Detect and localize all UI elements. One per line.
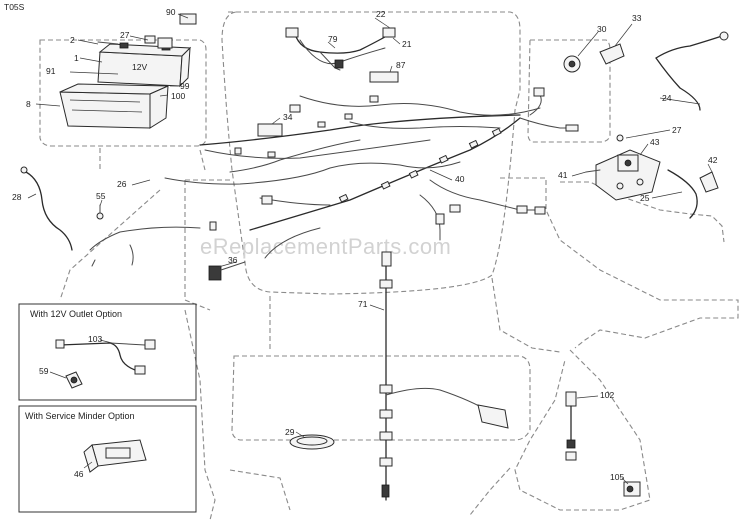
watermark: eReplacementParts.com [200,234,451,259]
callout-40: 40 [455,174,465,184]
main-wire-harness [164,87,579,259]
callout-21: 21 [402,39,412,49]
part-105 [623,481,641,497]
battery-assembly: 12V [59,13,197,129]
top-harness-cluster [257,27,399,137]
callout-28: 28 [12,192,22,202]
callout-42: 42 [708,155,718,165]
callout-26: 26 [117,179,127,189]
svg-text:12V: 12V [132,62,147,72]
part-29 [289,434,335,450]
callout-102: 102 [600,390,614,400]
option-box-service-minder-label: With Service Minder Option [25,411,135,421]
callout-8: 8 [26,99,31,109]
part-102 [565,391,577,461]
callout-27-solenoid: 27 [672,125,682,135]
minder-option-parts [83,439,147,473]
callout-43: 43 [650,137,660,147]
callout-105: 105 [610,472,624,482]
part-36 [208,261,246,281]
callout-labels: 90 2 27 1 91 99 100 8 22 79 21 87 30 33 … [12,7,718,482]
callout-24: 24 [662,93,672,103]
callout-90: 90 [166,7,176,17]
option-box-12v-outlet-label: With 12V Outlet Option [30,309,122,319]
callout-41: 41 [558,170,568,180]
callout-55: 55 [96,191,106,201]
battery-cables [20,166,201,267]
callout-59: 59 [39,366,49,376]
callout-leaders [27,13,713,485]
callout-22: 22 [376,9,386,19]
callout-91: 91 [46,66,56,76]
callout-27-battery: 27 [120,30,130,40]
callout-99: 99 [180,81,190,91]
outlet-option-parts [55,339,156,389]
callout-79: 79 [328,34,338,44]
callout-1: 1 [74,53,79,63]
callout-71: 71 [358,299,368,309]
callout-33: 33 [632,13,642,23]
callout-103: 103 [88,334,102,344]
callout-36: 36 [228,255,238,265]
callout-29: 29 [285,427,295,437]
callout-100: 100 [171,91,185,101]
callout-2: 2 [70,35,75,45]
callout-87: 87 [396,60,406,70]
callout-34: 34 [283,112,293,122]
callout-46: 46 [74,469,84,479]
option-box-service-minder: With Service Minder Option [18,405,197,513]
callout-25: 25 [640,193,650,203]
page-code: T05S [4,2,25,12]
option-box-12v-outlet: With 12V Outlet Option [18,303,197,401]
callout-30: 30 [597,24,607,34]
vertical-harness [379,251,509,501]
starter-solenoid [585,134,719,219]
